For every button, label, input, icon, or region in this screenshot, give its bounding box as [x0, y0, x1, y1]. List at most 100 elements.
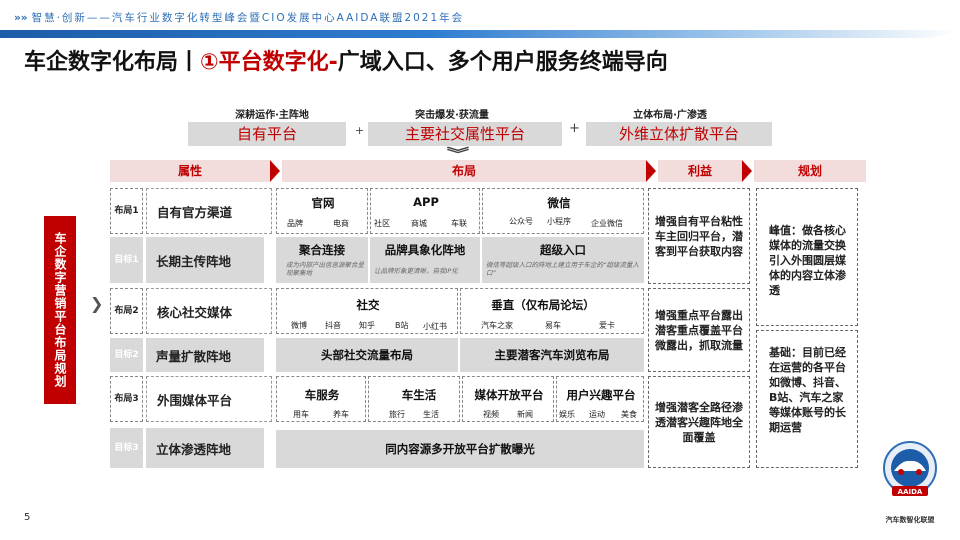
cell-sub: 小程序 [547, 217, 571, 226]
layout-cell: 品牌具象化阵地 让品牌形象更清晰，自我IP化 [370, 237, 480, 283]
logo-name: 汽车数智化联盟 [885, 516, 935, 524]
row-name: 声量扩散阵地 [146, 338, 264, 372]
title-suffix: 广域入口、多个用户服务终端导向 [337, 50, 668, 75]
cell-note: 成为内部产出信息源聚合呈现聚集地 [286, 261, 364, 277]
aaida-logo: AAIDA [880, 438, 940, 518]
layout-cell: APP 社区 商城 车联 [370, 188, 480, 234]
top-caption-1: 深耕运作·主阵地 [235, 110, 309, 121]
cell-sub: 抖音 [325, 321, 341, 330]
layout-cell: 车服务 用车 养车 [276, 376, 366, 422]
cell-title: 垂直（仅布局论坛） [491, 298, 595, 312]
cell-sub: 易车 [545, 321, 561, 330]
category-layout: 布局 [282, 160, 646, 182]
plus-icon: + [355, 124, 365, 137]
layout-cell: 官网 品牌 电商 [276, 188, 368, 234]
category-arrow-icon [270, 160, 280, 182]
top-box-3: 外维立体扩散平台 [586, 122, 772, 146]
cell-title: APP [413, 195, 439, 209]
vertical-label: 车企数字营销平台布局规划 [44, 216, 76, 404]
cell-title: 社交 [356, 298, 380, 312]
cell-sub: 商城 [411, 219, 427, 228]
cell-sub: 新闻 [517, 410, 533, 419]
layout-cell: 垂直（仅布局论坛） 汽车之家 易车 爱卡 [460, 288, 644, 334]
row-tag: 布局1 [110, 188, 143, 234]
category-benefit: 利益 [658, 160, 742, 182]
cell-title: 车生活 [401, 388, 437, 402]
layout-cell: 媒体开放平台 视频 新闻 [462, 376, 554, 422]
layout-cell: 用户兴趣平台 娱乐 运动 美食 [556, 376, 644, 422]
page-number: 5 [24, 512, 31, 523]
cell-note: 微信等超级入口的阵地上建立用于车企的“超级流量入口” [486, 261, 639, 277]
plan-box: 峰值：做各核心媒体的流量交换引入外围圆层媒体的内容立体渗透 [756, 188, 858, 326]
arrows-icon: »» [14, 12, 28, 24]
cell-note: 让品牌形象更清晰，自我IP化 [374, 267, 458, 275]
benefit-box: 增强重点平台露出潜客重点覆盖平台微露出，抓取流量 [648, 288, 750, 372]
tagline-text: 智慧·创新——汽车行业数字化转型峰会暨CIO发展中心AAIDA联盟2021年会 [31, 12, 465, 24]
cell-title: 车服务 [304, 388, 340, 402]
layout-cell: 社交 微博 抖音 知乎 B站 小红书 [276, 288, 458, 334]
cell-sub: 生活 [423, 410, 439, 419]
cell-sub: 车联 [451, 219, 467, 228]
category-plan: 规划 [754, 160, 866, 182]
plus-icon: + [569, 121, 580, 136]
row-tag: 布局2 [110, 288, 143, 334]
cell-sub: 养车 [333, 410, 349, 419]
title-prefix: 车企数字化布局丨 [24, 50, 201, 75]
header-bar [0, 30, 960, 38]
layout-cell: 微信 公众号 小程序 企业微信 [482, 188, 644, 234]
cell-title: 官网 [311, 196, 335, 210]
chevron-down-icon: ︾ [446, 147, 470, 163]
cell-sub: 电商 [333, 219, 349, 228]
category-arrow-icon [646, 160, 656, 182]
top-caption-3: 立体布局·广渗透 [633, 110, 707, 121]
cell-sub: 娱乐 [559, 410, 575, 419]
cell-title: 品牌具象化阵地 [384, 243, 466, 257]
plan-box: 基础：目前已经在运营的各平台如微博、抖音、B站、汽车之家等媒体账号的长期运营 [756, 330, 858, 468]
row-name: 立体渗透阵地 [146, 428, 264, 468]
row-tag: 布局3 [110, 376, 143, 422]
top-box-1: 自有平台 [188, 122, 346, 146]
category-arrow-icon [742, 160, 752, 182]
row-name: 自有官方渠道 [146, 188, 272, 234]
cell-title: 媒体开放平台 [474, 388, 544, 402]
cell-sub: 用车 [293, 410, 309, 419]
page-title: 车企数字化布局丨①平台数字化-广域入口、多个用户服务终端导向 [24, 44, 668, 76]
cell-title: 用户兴趣平台 [566, 388, 636, 402]
cell-sub: 微博 [291, 321, 307, 330]
row-tag: 目标1 [110, 237, 143, 283]
cell-sub: 旅行 [389, 410, 405, 419]
header-tagline: »»智慧·创新——汽车行业数字化转型峰会暨CIO发展中心AAIDA联盟2021年… [14, 10, 464, 25]
cell-sub: 爱卡 [599, 321, 615, 330]
cell-sub: 视频 [483, 410, 499, 419]
benefit-box: 增强潜客全路径渗透潜客兴趣阵地全面覆盖 [648, 376, 750, 468]
title-highlight: ①平台数字化- [200, 50, 338, 75]
cell-title: 聚合连接 [299, 243, 345, 257]
logo-badge: AAIDA [898, 488, 923, 496]
layout-cell: 头部社交流量布局 [276, 338, 458, 372]
row-name: 长期主传阵地 [146, 237, 264, 283]
cell-sub: 企业微信 [591, 219, 623, 228]
layout-cell: 车生活 旅行 生活 [368, 376, 460, 422]
layout-cell: 主要潜客汽车浏览布局 [460, 338, 644, 372]
row-name: 外围媒体平台 [146, 376, 272, 422]
row-tag: 目标3 [110, 428, 143, 468]
benefit-box: 增强自有平台粘性车主回归平台，潜客到平台获取内容 [648, 188, 750, 284]
top-caption-2: 突击爆发·获流量 [415, 110, 489, 121]
cell-sub: 品牌 [287, 219, 303, 228]
cell-title: 微信 [547, 196, 571, 210]
row-name: 核心社交媒体 [146, 288, 272, 334]
top-box-2: 主要社交属性平台 [368, 122, 562, 146]
cell-sub: 美食 [621, 410, 637, 419]
cell-title: 超级入口 [540, 243, 586, 257]
cell-sub: 公众号 [509, 217, 533, 226]
cell-sub: 小红书 [423, 322, 447, 331]
cell-sub: B站 [395, 321, 409, 330]
cell-sub: 社区 [374, 219, 390, 228]
layout-cell: 聚合连接 成为内部产出信息源聚合呈现聚集地 [276, 237, 368, 283]
cell-sub: 运动 [589, 410, 605, 419]
cell-sub: 汽车之家 [481, 321, 513, 330]
layout-cell: 同内容源多开放平台扩散曝光 [276, 430, 644, 468]
layout-cell: 超级入口 微信等超级入口的阵地上建立用于车企的“超级流量入口” [482, 237, 644, 283]
category-attr: 属性 [110, 160, 270, 182]
